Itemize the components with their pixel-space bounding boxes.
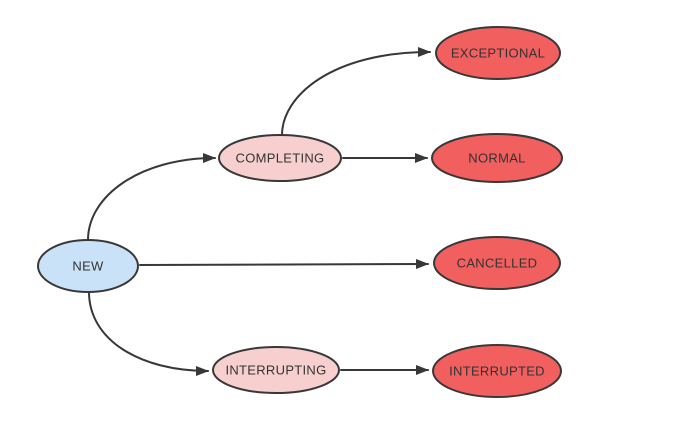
state-ellipse-cancelled <box>433 236 561 290</box>
state-ellipse-interrupted <box>432 344 562 398</box>
state-node-completing: COMPLETING <box>218 134 342 182</box>
state-label-new: NEW <box>72 259 104 274</box>
state-label-interrupting: INTERRUPTING <box>225 363 326 378</box>
state-ellipse-exceptional <box>435 26 561 80</box>
transition-edge-new-to-interrupting <box>88 291 209 376</box>
state-label-normal: NORMAL <box>468 151 525 166</box>
state-node-exceptional: EXCEPTIONAL <box>435 26 561 80</box>
nodes-layer: NEW COMPLETING EXCEPTIONAL NORMAL CANCELLED I… <box>37 26 563 398</box>
state-ellipse-normal <box>431 133 563 183</box>
state-node-cancelled: CANCELLED <box>433 236 561 290</box>
state-ellipse-new <box>37 239 139 293</box>
transition-edge-new-to-cancelled <box>139 259 429 270</box>
state-node-interrupting: INTERRUPTING <box>212 346 340 394</box>
state-label-cancelled: CANCELLED <box>457 256 538 271</box>
state-label-exceptional: EXCEPTIONAL <box>451 46 545 61</box>
state-node-normal: NORMAL <box>431 133 563 183</box>
transition-edge-new-to-completing <box>87 153 216 241</box>
state-label-completing: COMPLETING <box>236 151 325 166</box>
state-ellipse-interrupting <box>212 346 340 394</box>
transition-edge-completing-to-exceptional <box>281 47 431 136</box>
edges-layer <box>87 47 431 376</box>
state-node-interrupted: INTERRUPTED <box>432 344 562 398</box>
state-ellipse-completing <box>218 134 342 182</box>
state-label-interrupted: INTERRUPTED <box>449 364 545 379</box>
state-node-new: NEW <box>37 239 139 293</box>
